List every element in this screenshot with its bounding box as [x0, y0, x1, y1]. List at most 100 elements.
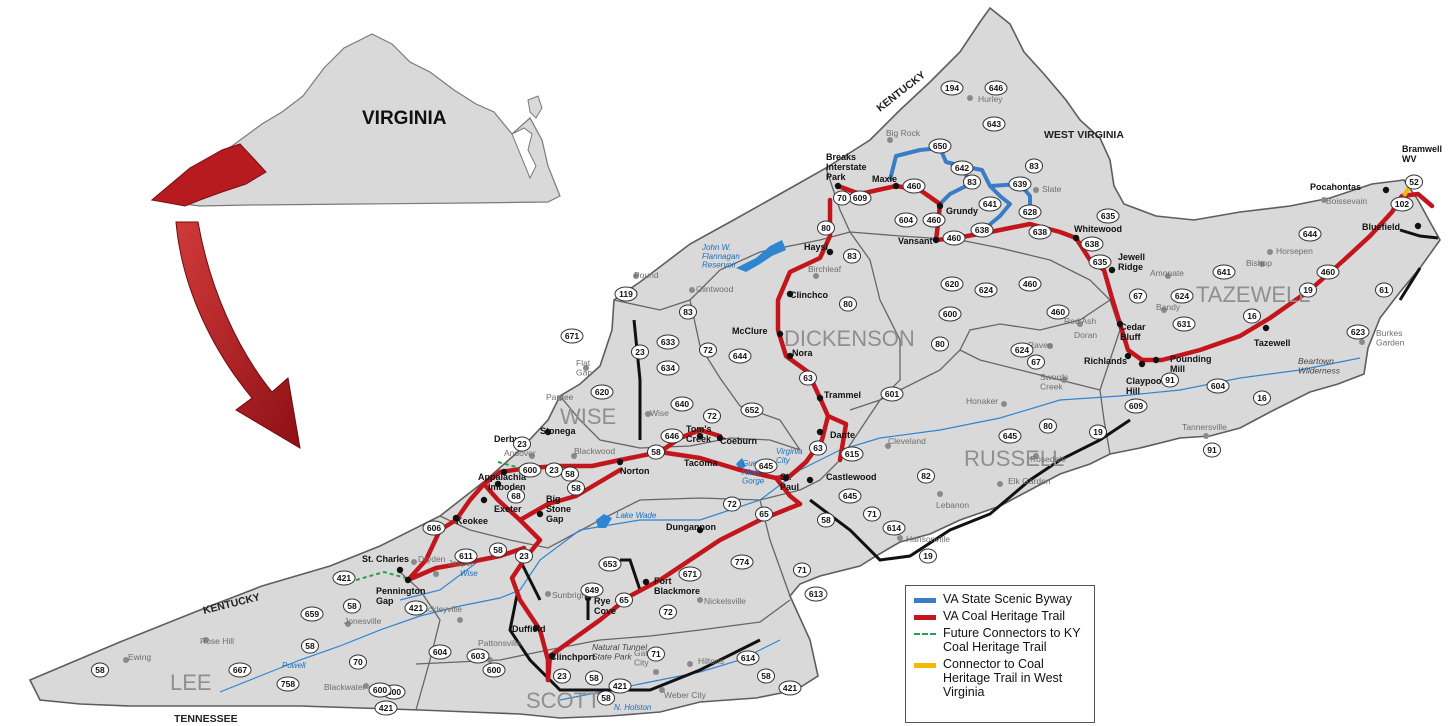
town-label-dungannon: Dungannon: [666, 522, 716, 532]
town-label-jasper: Jasper: [448, 558, 474, 568]
route-shield-19: 19: [1089, 424, 1107, 440]
route-shield-633: 633: [656, 334, 680, 350]
county-label-dickenson: DICKENSON: [784, 326, 915, 351]
route-shield-badge: [1253, 390, 1271, 406]
route-shield-70: 70: [349, 654, 367, 670]
route-shield-640: 640: [670, 396, 694, 412]
route-shield-23: 23: [545, 462, 563, 478]
route-shield-badge: [931, 336, 949, 352]
route-shield-badge: [422, 520, 446, 536]
route-shield-number: 600: [387, 687, 401, 697]
route-shield-badge: [454, 548, 478, 564]
route-shield-600: 600: [482, 662, 506, 678]
route-shield-number: 606: [427, 523, 441, 533]
town-label-coeburn: Coeburn: [720, 436, 757, 446]
route-shield-badge: [880, 386, 904, 402]
route-shield-number: 83: [683, 307, 693, 317]
route-shield-70: 70: [833, 190, 851, 206]
route-shield-634: 634: [656, 360, 680, 376]
town-label-birchleaf: Birchleaf: [808, 264, 842, 274]
route-shield-number: 194: [945, 83, 959, 93]
route-shield-58: 58: [561, 466, 579, 482]
town-label-tannersville: Tannersville: [1182, 422, 1227, 432]
border-label-west-virginia: WEST VIRGINIA: [1044, 129, 1124, 141]
route-shield-23: 23: [515, 548, 533, 564]
route-shield-badge: [917, 468, 935, 484]
route-shield-460: 460: [1018, 276, 1042, 292]
route-shield-number: 80: [1043, 421, 1053, 431]
route-shield-671: 671: [678, 566, 702, 582]
town-label-nora: Nora: [792, 348, 813, 358]
town-label-st-charles: St. Charles: [362, 554, 409, 564]
route-shield-number: 614: [741, 653, 755, 663]
route-shield-609: 609: [1124, 398, 1148, 414]
town-label-bluefield: Bluefield: [1362, 222, 1400, 232]
route-shield-number: 58: [565, 469, 575, 479]
border-label-tennessee: TENNESSEE: [174, 713, 238, 725]
route-shield-600: 600: [518, 462, 542, 478]
route-shield-badge: [1124, 398, 1148, 414]
route-shield-badge: [978, 196, 1002, 212]
route-shield-number: 671: [683, 569, 697, 579]
route-shield-badge: [928, 138, 952, 154]
route-shield-number: 23: [557, 671, 567, 681]
town-label-haysi: Haysi: [804, 242, 828, 252]
route-shield-badge: [585, 670, 603, 686]
route-shield-623: 623: [1346, 324, 1370, 340]
route-shield-badge: [838, 488, 862, 504]
route-shield-421: 421: [608, 678, 632, 694]
route-shield-638: 638: [1028, 224, 1052, 240]
route-shield-badge: [984, 80, 1008, 96]
lake-wade-shape: [596, 514, 612, 528]
town-label-hiltons: Hiltons: [698, 656, 724, 666]
route-shield-number: 613: [809, 589, 823, 599]
route-shield-614: 614: [736, 650, 760, 666]
town-label-boissevain: Boissevain: [1326, 196, 1367, 206]
route-shield-badge: [1010, 342, 1034, 358]
route-shield-number: 652: [745, 405, 759, 415]
route-shield-badge: [840, 446, 864, 462]
route-shield-number: 671: [565, 331, 579, 341]
route-shield-number: 83: [847, 251, 857, 261]
route-shield-71: 71: [863, 506, 881, 522]
route-shield-58: 58: [343, 598, 361, 614]
route-shield-badge: [608, 678, 632, 694]
route-shield-number: 649: [585, 585, 599, 595]
route-shield-635: 635: [1096, 208, 1120, 224]
route-shield-604: 604: [894, 212, 918, 228]
route-shield-16: 16: [1253, 390, 1271, 406]
route-shield-badge: [466, 648, 490, 664]
route-shield-460: 460: [902, 178, 926, 194]
route-shield-badge: [1018, 204, 1042, 220]
route-shield-631: 631: [1172, 316, 1196, 332]
lakes: [596, 240, 786, 528]
route-shield-421: 421: [404, 600, 428, 616]
town-label-lebanon: Lebanon: [936, 500, 969, 510]
route-shield-number: 52: [1409, 177, 1419, 187]
route-shield-number: 460: [1023, 279, 1037, 289]
route-shield-number: 620: [595, 387, 609, 397]
town-label-sunbright: Sunbright: [552, 590, 589, 600]
route-shield-badge: [1212, 264, 1236, 280]
town-label-stonega: Stonega: [540, 426, 576, 436]
town-label-dante: Dante: [830, 430, 855, 440]
route-shield-badge: [1390, 196, 1414, 212]
route-shield-620: 620: [940, 276, 964, 292]
route-shield-642: 642: [950, 160, 974, 176]
route-shield-460: 460: [922, 212, 946, 228]
town-label-nickelsville: Nickelsville: [704, 596, 746, 606]
route-shield-58: 58: [597, 690, 615, 706]
route-shield-badge: [1299, 282, 1317, 298]
county-labels: LEE SCOTT WISE DICKENSON RUSSELL TAZEWEL…: [170, 282, 1311, 713]
route-shield-67: 67: [1027, 354, 1045, 370]
county-label-scott: SCOTT: [526, 688, 601, 713]
route-shield-653: 653: [598, 556, 622, 572]
town-label-maxie: Maxie: [872, 174, 897, 184]
county-label-lee: LEE: [170, 670, 212, 695]
route-shield-number: 70: [837, 193, 847, 203]
route-shield-badge: [833, 190, 851, 206]
